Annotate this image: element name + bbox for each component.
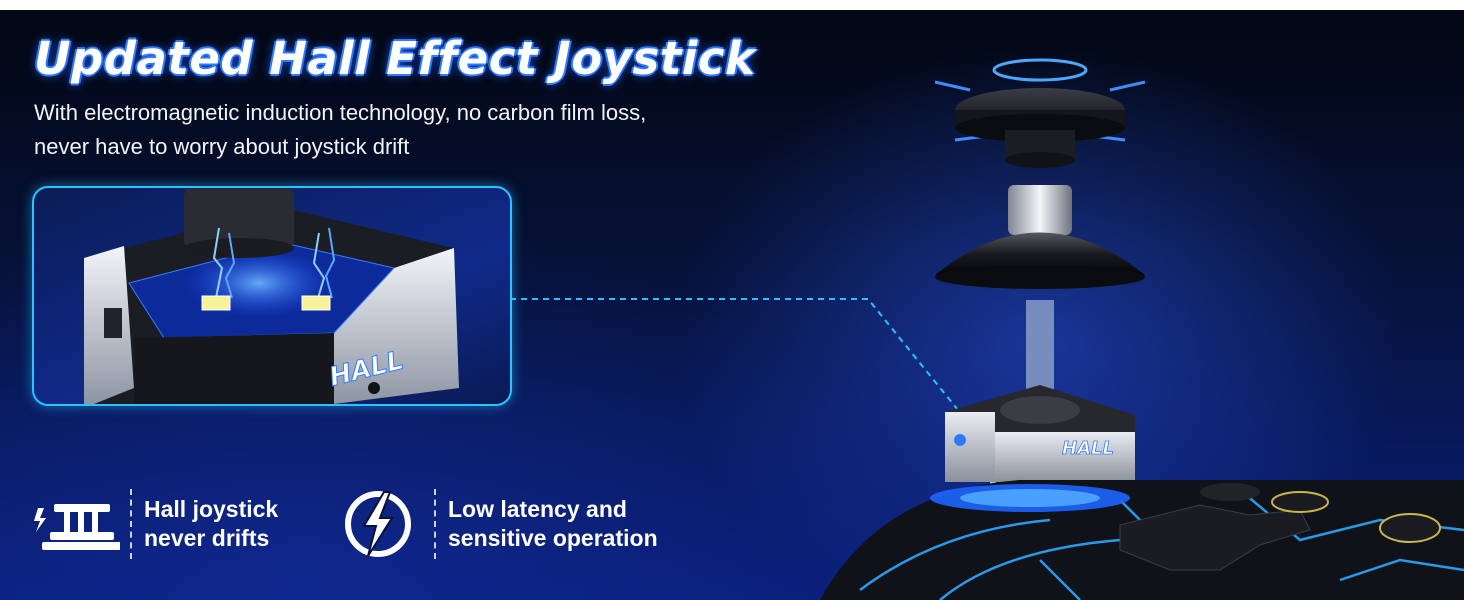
dome-cover <box>935 232 1145 275</box>
hall-sensor-closeup: HALL <box>32 186 512 406</box>
feature-divider <box>434 489 436 559</box>
sensor-pad-right <box>301 295 331 311</box>
hall-joystick-illustration: HALL <box>934 58 1146 504</box>
feature-1-line-2: never drifts <box>144 525 270 551</box>
feature-hall-joystick: Hall joystick never drifts <box>28 488 278 560</box>
sensor-pad-left <box>201 295 231 311</box>
joystick-hall-label: HALL <box>1062 438 1114 459</box>
controller-surface <box>820 480 1464 600</box>
feature-2-line-1: Low latency and <box>448 496 627 522</box>
module-frame-front <box>995 432 1135 482</box>
feature-1-line-1: Hall joystick <box>144 496 279 522</box>
module-frame-left <box>945 412 995 482</box>
banner-stage: Updated Hall Effect Joystick With electr… <box>0 10 1464 600</box>
headline: Updated Hall Effect Joystick <box>34 32 756 85</box>
feature-2-line-2: sensitive operation <box>448 525 658 551</box>
subtitle-line-1: With electromagnetic induction technolog… <box>34 100 647 125</box>
chrome-sleeve <box>1008 185 1072 235</box>
subtitle-line-2: never have to worry about joystick drift <box>34 134 410 159</box>
d-pad <box>1119 504 1311 571</box>
lightning-icon <box>332 488 424 560</box>
feature-low-latency: Low latency and sensitive operation <box>332 488 658 560</box>
feature-divider <box>130 489 132 559</box>
hall-sensor-icon <box>28 488 120 560</box>
subtitle: With electromagnetic induction technolog… <box>34 96 794 164</box>
